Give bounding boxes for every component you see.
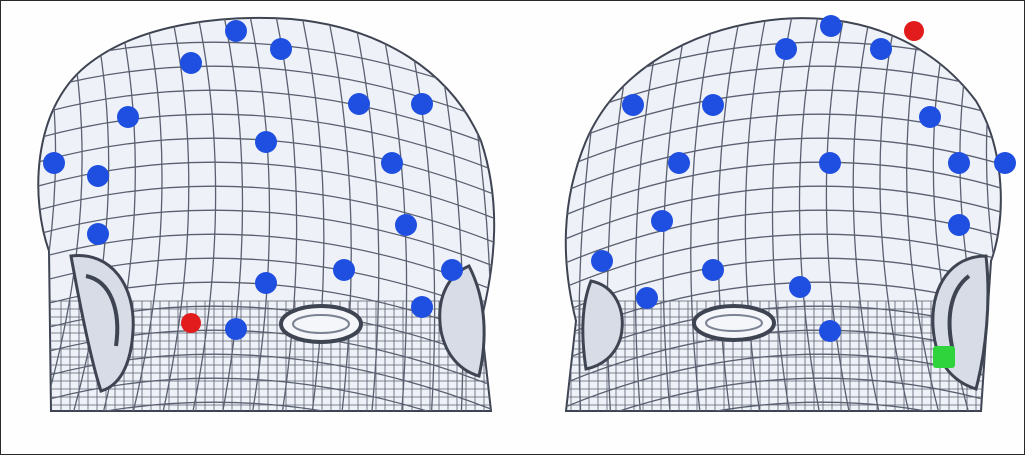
electrode-marker: [636, 287, 658, 309]
electrode-marker: [789, 276, 811, 298]
electrode-marker: [668, 152, 690, 174]
electrode-marker: [270, 38, 292, 60]
electrode-marker: [591, 250, 613, 272]
electrode-marker: [820, 15, 842, 37]
electrode-marker: [819, 320, 841, 342]
reference-marker: [904, 21, 924, 41]
electrode-marker: [180, 52, 202, 74]
electrode-marker: [43, 152, 65, 174]
electrode-marker: [87, 165, 109, 187]
head-right-neck-opening: [694, 306, 774, 340]
head-left-neck-opening: [281, 306, 361, 342]
electrode-marker: [919, 106, 941, 128]
electrode-marker: [411, 296, 433, 318]
electrode-marker: [948, 214, 970, 236]
electrode-marker: [819, 152, 841, 174]
reference-marker: [181, 313, 201, 333]
electrode-marker: [702, 94, 724, 116]
electrode-marker: [411, 93, 433, 115]
electrode-marker: [87, 223, 109, 245]
electrode-marker: [225, 20, 247, 42]
electrode-marker: [255, 272, 277, 294]
mesh-curve: [521, 11, 559, 421]
electrode-marker: [948, 152, 970, 174]
electrode-marker: [117, 106, 139, 128]
electrode-marker: [395, 214, 417, 236]
electrode-marker: [994, 152, 1016, 174]
head-right-view: [521, 11, 1025, 456]
electrode-marker: [702, 259, 724, 281]
electrode-marker: [870, 38, 892, 60]
electrode-marker: [381, 152, 403, 174]
electrode-marker: [775, 38, 797, 60]
ground-marker: [933, 346, 955, 368]
electrode-marker: [441, 259, 463, 281]
electrode-marker: [225, 318, 247, 340]
electrode-marker: [348, 93, 370, 115]
electrode-marker: [622, 94, 644, 116]
electrode-marker: [255, 131, 277, 153]
electrode-marker: [651, 210, 673, 232]
electrode-marker: [333, 259, 355, 281]
